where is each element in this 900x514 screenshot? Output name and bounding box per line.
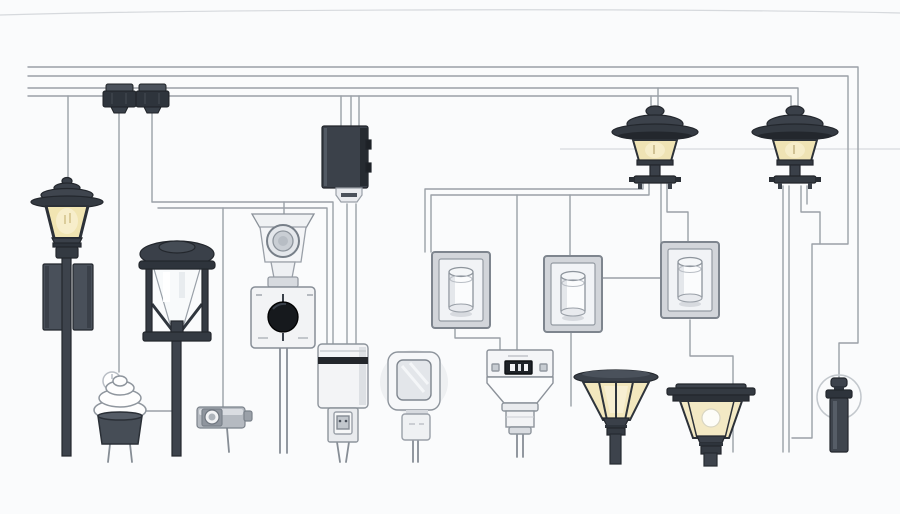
junction-box: Dark junction / transformer box xyxy=(321,125,372,203)
lamp-post-classic: Classic lantern lamp post with lit bulb … xyxy=(30,176,104,457)
cable-connector-2: Inline cable connector on wire run xyxy=(135,83,170,114)
mushroom-lamp-1: Mushroom-cap post lamp, lit xyxy=(611,105,699,190)
mushroom-lamp-2: Mushroom-cap post lamp, lit xyxy=(751,105,839,190)
lamp-cage: Caged lantern post light xyxy=(138,240,216,457)
background-lines xyxy=(0,9,900,150)
square-sensor-light: Square flat-panel light / sensor on stak… xyxy=(380,350,448,441)
control-box-small: Small control box with round lens xyxy=(196,406,253,429)
ground-stakes xyxy=(107,347,524,463)
swirl-globe-light: Swirl globe garden light on stake xyxy=(93,371,147,445)
cone-path-light: Conical ribbed path light, lit xyxy=(573,369,659,465)
cable-connector-1: Inline cable connector on wire run xyxy=(102,83,137,114)
photocell-timer: Photocell sensor head on dial timer box xyxy=(250,213,316,349)
wire-runs xyxy=(27,66,859,453)
cylinder-stake-device: White cylindrical controller on ground s… xyxy=(317,343,369,443)
square-lantern-path-light: Square lantern path light with visible b… xyxy=(666,383,756,467)
wall-box-2: Wall enclosure with cylindrical sensor xyxy=(543,255,603,333)
wall-box-1: Wall enclosure with cylindrical sensor xyxy=(431,251,491,329)
wall-box-3: Wall enclosure with cylindrical sensor xyxy=(660,241,720,319)
digital-timer-stake: Digital timer with LCD display on funnel… xyxy=(486,349,554,435)
plug-stake-connector: Small plug / stake connector circled on … xyxy=(816,374,862,453)
